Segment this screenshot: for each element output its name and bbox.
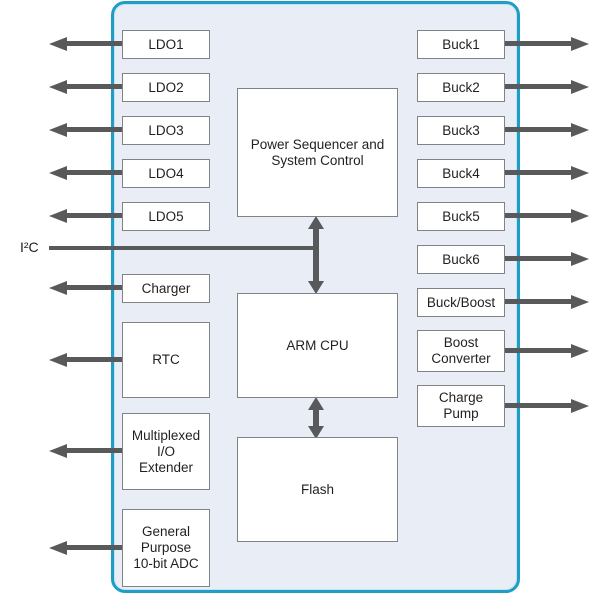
block-ldo5-label: LDO5 [148,208,184,224]
block-boost-converter: Boost Converter [417,330,505,372]
block-ldo3: LDO3 [122,116,210,145]
arrow-buck-boost-icon [505,294,589,310]
block-buck2: Buck2 [417,73,505,102]
arrow-buck3-icon [505,122,589,138]
arrow-ldo3-icon [49,122,123,138]
block-buck4: Buck4 [417,159,505,188]
arrow-charge-pump-icon [505,398,589,414]
block-buck5-label: Buck5 [442,208,480,224]
block-ldo1: LDO1 [122,30,210,59]
block-buck6-label: Buck6 [442,251,480,267]
arrow-buck1-icon [505,36,589,52]
arrow-adc-icon [49,540,123,556]
block-ldo5: LDO5 [122,202,210,231]
arrow-buck4-icon [505,165,589,181]
block-ldo4: LDO4 [122,159,210,188]
block-ldo2: LDO2 [122,73,210,102]
block-buck1: Buck1 [417,30,505,59]
arrow-sequencer-cpu-icon [308,216,324,294]
arrow-charger-icon [49,280,123,296]
block-buck4-label: Buck4 [442,165,480,181]
block-boost-converter-label: Boost Converter [431,335,491,366]
arrow-rtc-icon [49,352,123,368]
block-buck3: Buck3 [417,116,505,145]
arrow-buck6-icon [505,251,589,267]
block-buck5: Buck5 [417,202,505,231]
block-charger: Charger [122,274,210,303]
block-arm-cpu-label: ARM CPU [286,337,349,353]
arrow-cpu-flash-icon [308,397,324,439]
block-flash-label: Flash [300,481,334,497]
block-buck1-label: Buck1 [442,36,480,52]
block-rtc: RTC [122,322,210,398]
block-ldo3-label: LDO3 [148,122,184,138]
block-buck3-label: Buck3 [442,122,480,138]
arrow-ldo5-icon [49,208,123,224]
arrow-buck5-icon [505,208,589,224]
block-buck-boost-label: Buck/Boost [426,294,496,310]
block-buck2-label: Buck2 [442,79,480,95]
block-buck6: Buck6 [417,245,505,274]
block-arm-cpu: ARM CPU [237,293,398,398]
block-flash: Flash [237,437,398,542]
arrow-boost-converter-icon [505,343,589,359]
block-adc: General Purpose 10-bit ADC [122,509,210,587]
block-adc-label: General Purpose 10-bit ADC [133,524,199,571]
i2c-label: I²C [20,239,39,255]
arrow-ldo2-icon [49,79,123,95]
block-rtc-label: RTC [152,352,180,367]
block-charge-pump-label: Charge Pump [438,390,484,421]
block-io-extender: Multiplexed I/O Extender [122,413,210,490]
arrow-ldo4-icon [49,165,123,181]
arrow-io-extender-icon [49,443,123,459]
block-power-sequencer: Power Sequencer and System Control [237,88,398,217]
i2c-bus-line [49,246,316,250]
block-ldo2-label: LDO2 [148,79,184,95]
block-ldo1-label: LDO1 [148,36,184,52]
arrow-ldo1-icon [49,36,123,52]
block-ldo4-label: LDO4 [148,165,184,181]
block-buck-boost: Buck/Boost [417,288,505,317]
block-charger-label: Charger [141,280,191,296]
block-io-extender-label: Multiplexed I/O Extender [131,427,201,475]
arrow-buck2-icon [505,79,589,95]
block-charge-pump: Charge Pump [417,385,505,427]
block-power-sequencer-label: Power Sequencer and System Control [250,136,385,168]
